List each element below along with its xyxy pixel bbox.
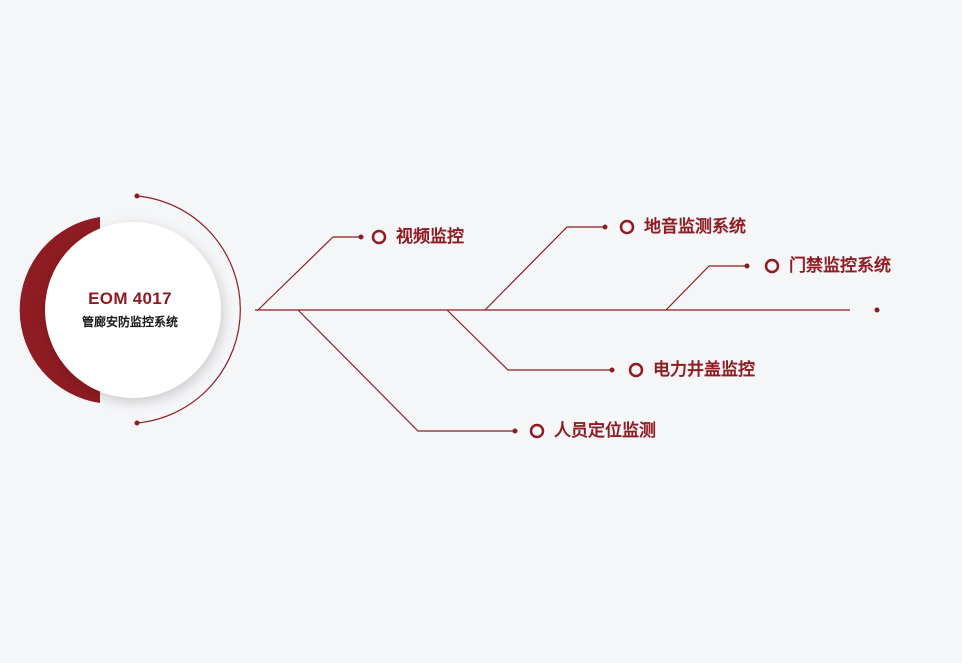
branch-dot-manhole [609,367,615,373]
branch-dot-geophone [602,224,608,230]
node-label-access[interactable]: 门禁监控系统 [789,256,891,276]
hub-subtitle: 管廊安防监控系统 [81,315,178,329]
node-ring-manhole[interactable] [628,362,644,378]
branch-line-video [257,236,361,311]
node-ring-video[interactable] [371,229,387,245]
arc-end-dot-bottom [134,420,140,426]
hub-circle [45,222,221,398]
arc-end-dot-top [134,193,140,199]
branch-dot-access [744,263,750,269]
branch-line-manhole [446,309,612,371]
branch-line-personnel [297,309,515,432]
branch-line-geophone [484,226,605,311]
node-ring-personnel[interactable] [529,423,545,439]
node-label-geophone[interactable]: 地音监测系统 [644,217,746,237]
trunk-end-dot [874,307,880,313]
node-label-manhole[interactable]: 电力井盖监控 [653,360,755,380]
node-label-video[interactable]: 视频监控 [396,227,464,247]
node-ring-geophone[interactable] [619,219,635,235]
hub-outer-arc [136,195,241,424]
branch-dot-personnel [512,428,518,434]
hub-model: EOM 4017 [88,289,172,308]
branch-dot-video [358,234,364,240]
node-ring-access[interactable] [764,258,780,274]
node-label-personnel[interactable]: 人员定位监测 [554,421,656,441]
hub-label-group: EOM 4017 管廊安防监控系统 [40,220,220,400]
branch-line-access [665,265,747,311]
